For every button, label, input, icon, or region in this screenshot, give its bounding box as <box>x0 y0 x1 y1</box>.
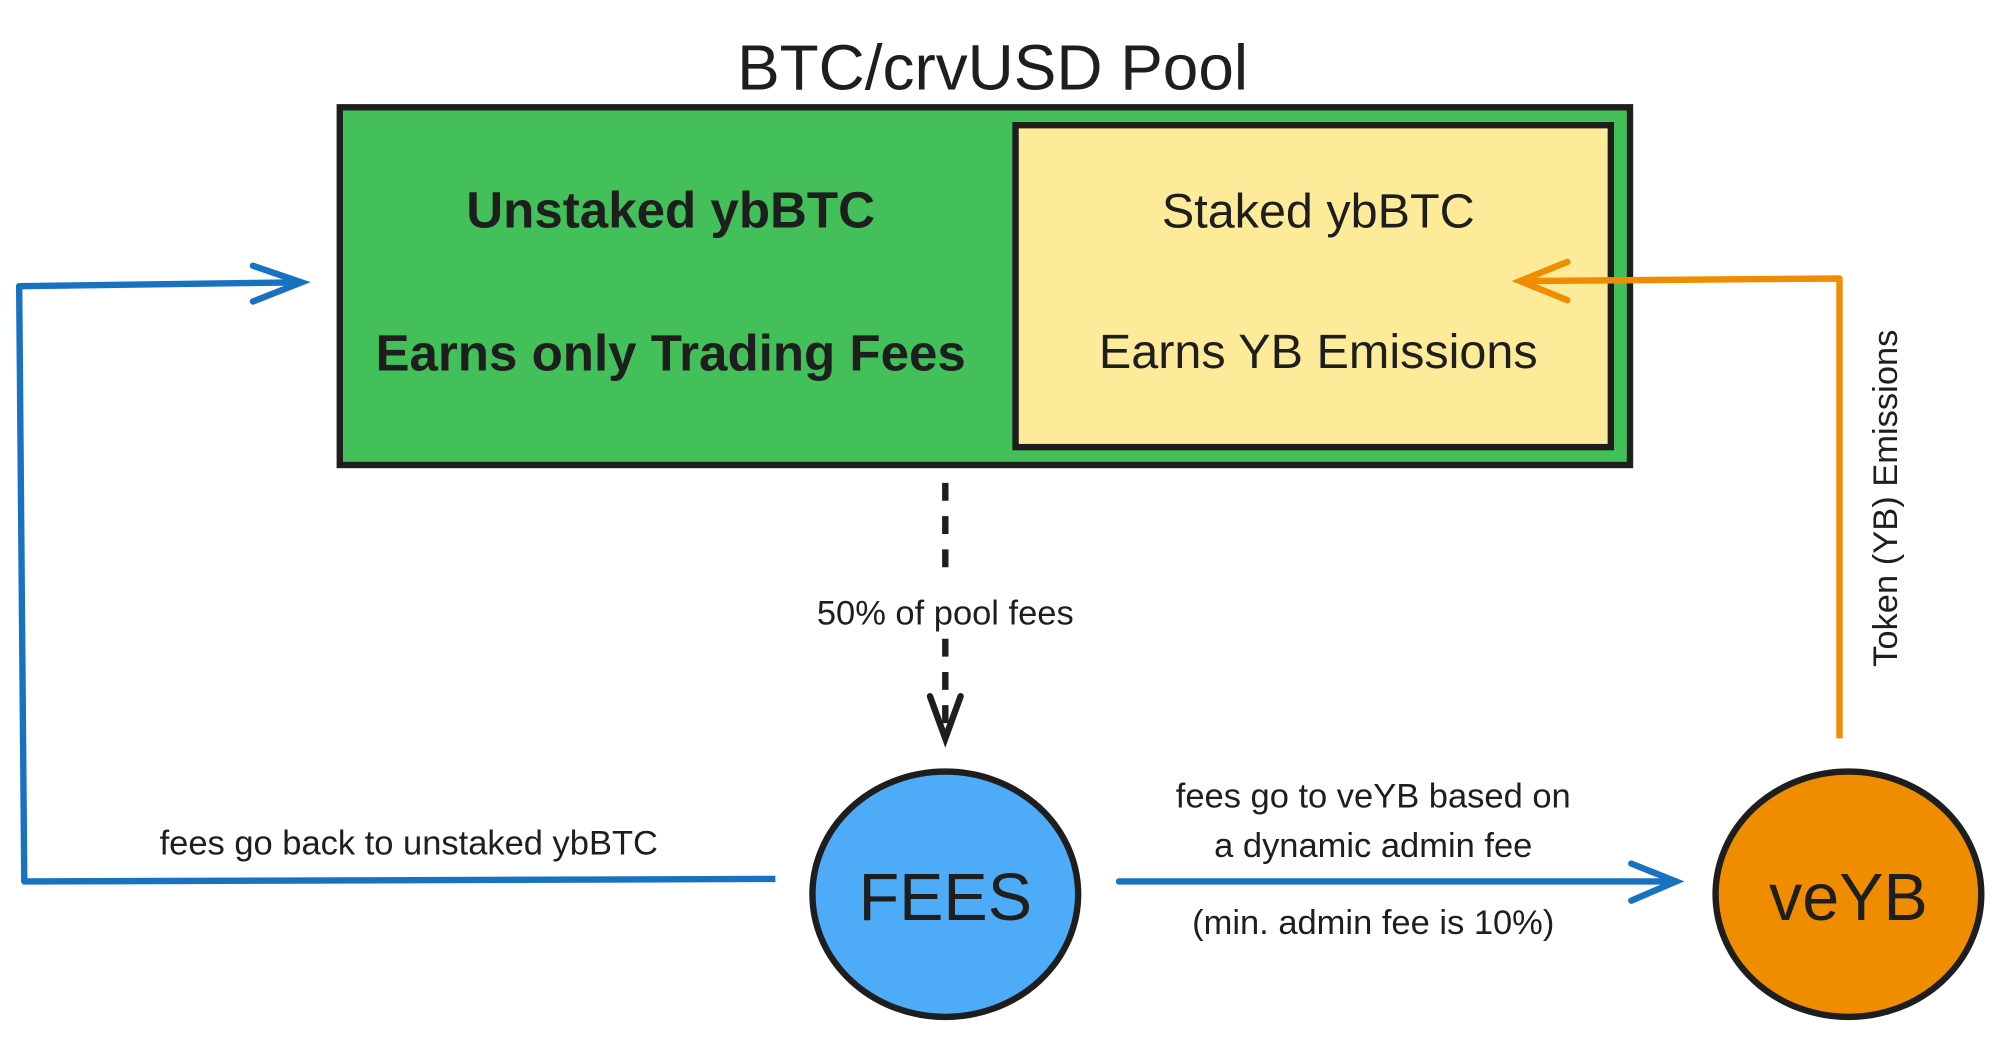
veyb-node <box>1712 768 1985 1021</box>
veyb-to-staked-label: Token (YB) Emissions <box>1867 330 1905 667</box>
pool-to-fees-label: 50% of pool fees <box>817 595 1074 633</box>
veyb-node-label: veYB <box>1769 861 1928 935</box>
fees-to-unstaked-arrowhead <box>249 262 311 305</box>
fees-to-veyb-note: (min. admin fee is 10%) <box>1192 904 1554 942</box>
fees-to-veyb-label-line1: fees go to veYB based on <box>1176 777 1571 815</box>
pool-to-fees-arrowhead <box>926 693 964 748</box>
staked-box <box>1012 122 1615 451</box>
veyb-to-staked-arrow <box>1520 275 1843 739</box>
unstaked-heading: Unstaked ybBTC <box>466 181 875 238</box>
veyb-to-staked-arrowhead <box>1511 258 1571 304</box>
staked-heading: Staked ybBTC <box>1162 184 1475 238</box>
unstaked-description: Earns only Trading Fees <box>375 324 965 381</box>
fees-node-label: FEES <box>859 861 1032 935</box>
fees-to-unstaked-label: fees go back to unstaked ybBTC <box>160 825 658 863</box>
fees-to-veyb-label-line2: a dynamic admin fee <box>1214 827 1532 865</box>
diagram-title: BTC/crvUSD Pool <box>737 31 1248 103</box>
fees-to-unstaked-arrow <box>15 279 776 885</box>
fees-node <box>809 768 1082 1021</box>
fees-to-veyb-arrowhead <box>1628 860 1685 904</box>
staked-description: Earns YB Emissions <box>1099 325 1538 379</box>
